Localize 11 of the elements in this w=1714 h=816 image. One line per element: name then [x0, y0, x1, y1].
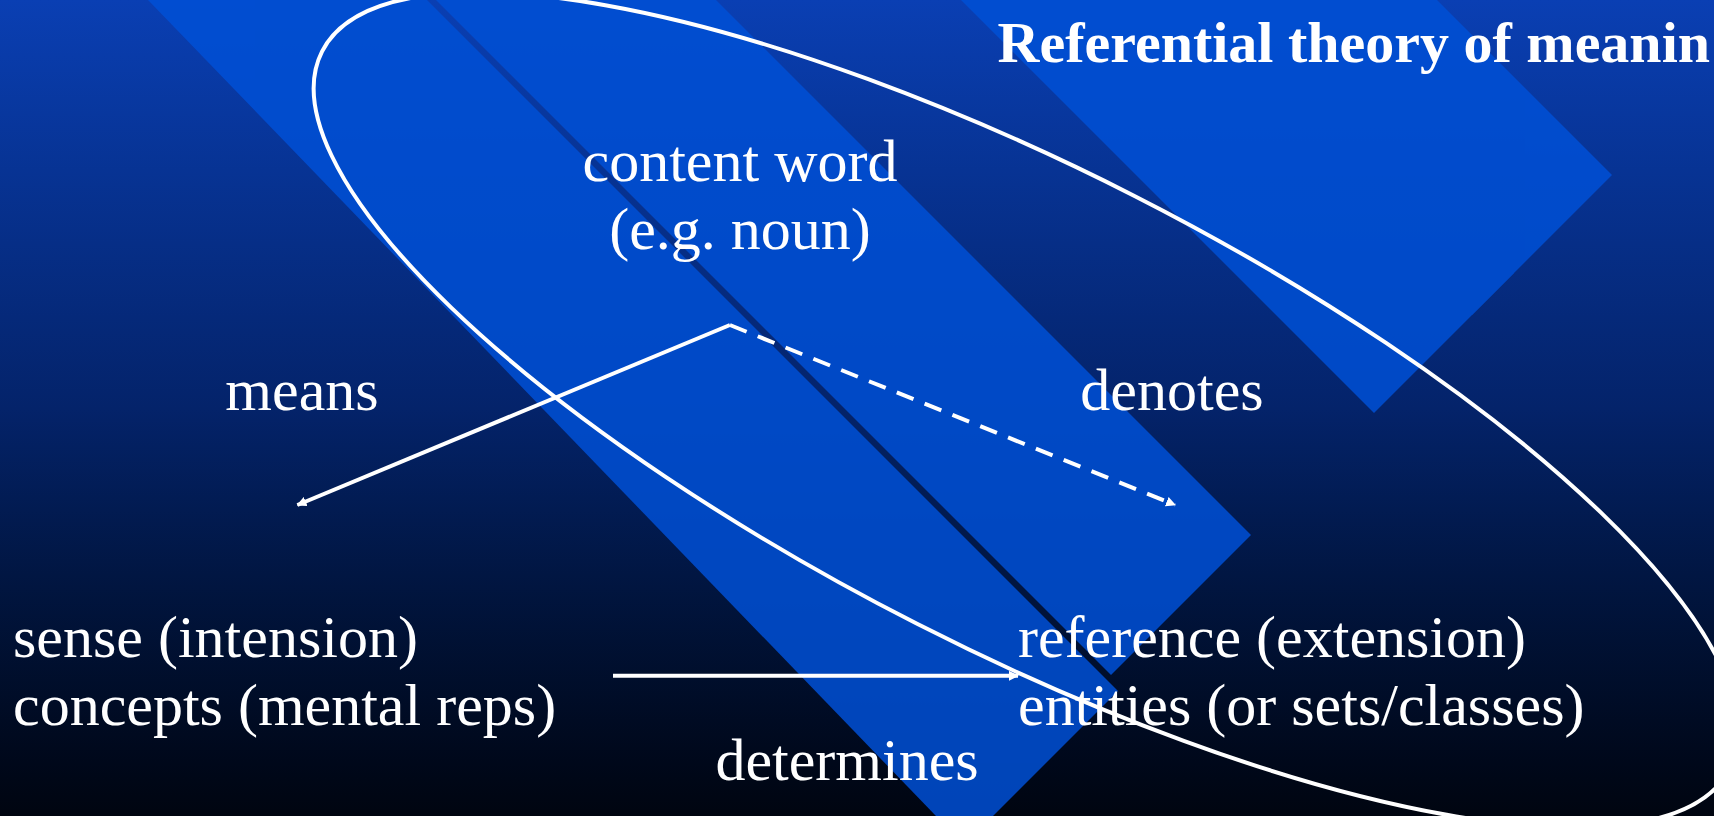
node-label: concepts (mental reps) — [13, 671, 557, 739]
edge-label: denotes — [1080, 358, 1264, 422]
node-label: entities (or sets/classes) — [1018, 671, 1585, 739]
title: Referential theory of meanin — [997, 14, 1710, 72]
arrow — [729, 323, 1176, 507]
arrow — [613, 670, 1019, 681]
arrow — [296, 323, 731, 507]
edge-label: means — [225, 358, 379, 422]
node-label: reference (extension) — [1018, 603, 1526, 671]
node-label: content word (e.g. noun) — [581, 127, 899, 263]
node-label: sense (intension) — [13, 603, 418, 671]
